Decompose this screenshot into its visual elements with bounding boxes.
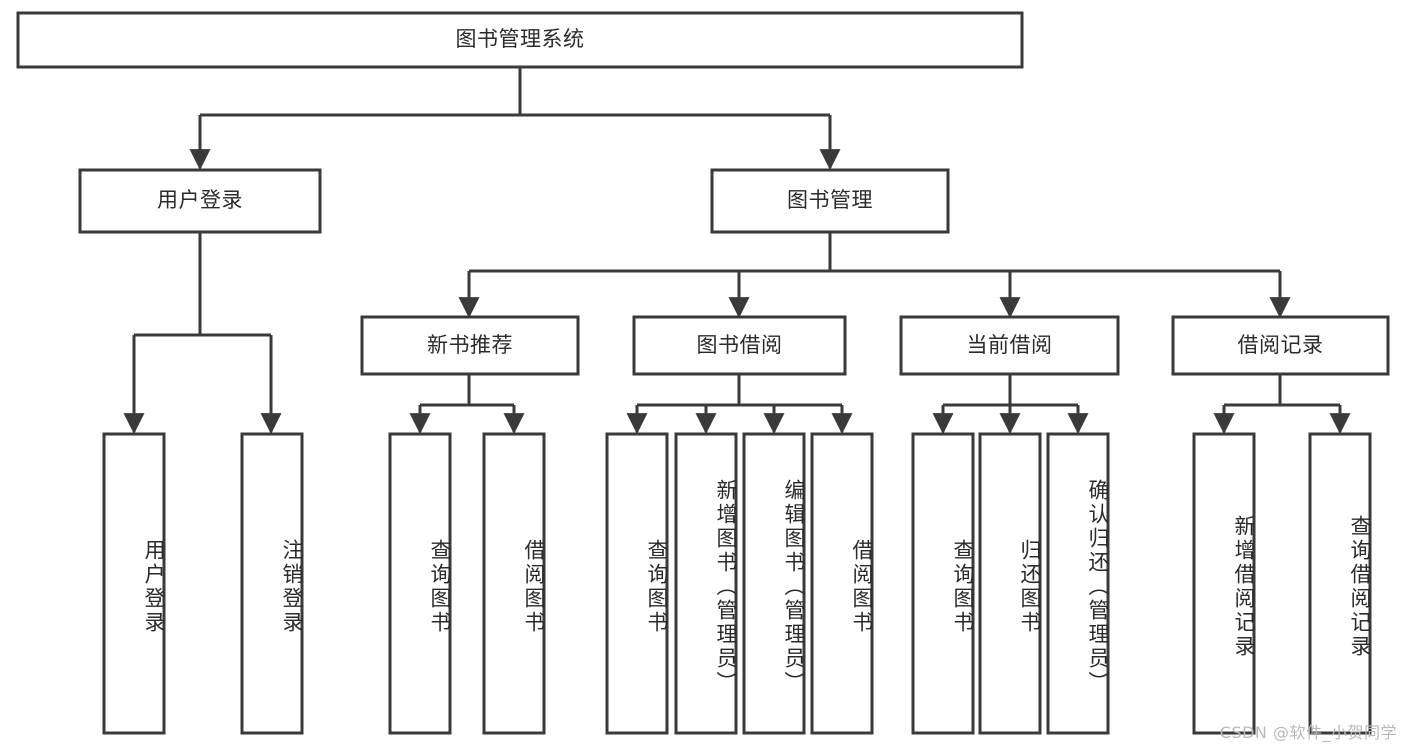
leaf-box-book-borrow-0[interactable] — [605, 432, 669, 735]
leaf-box-current-borrow-0[interactable] — [911, 432, 975, 735]
leaf-box-current-borrow-2[interactable] — [1046, 432, 1110, 735]
leaf-box-current-borrow-1[interactable] — [978, 432, 1042, 735]
leaf-box-new-book-0[interactable] — [388, 432, 452, 735]
node-box-current-borrow[interactable] — [899, 315, 1120, 376]
node-box-root[interactable] — [16, 11, 1024, 69]
node-box-book-manage[interactable] — [710, 168, 950, 234]
leaf-box-user-login-1[interactable] — [240, 432, 304, 735]
leaf-box-book-borrow-3[interactable] — [810, 432, 874, 735]
node-boxes — [16, 11, 1390, 735]
leaf-box-borrow-record-1[interactable] — [1308, 432, 1372, 735]
watermark-text: CSDN @软件_小贺同学 — [1219, 723, 1397, 742]
node-box-book-borrow[interactable] — [632, 315, 847, 376]
node-box-borrow-record[interactable] — [1171, 315, 1390, 376]
node-box-user-login[interactable] — [78, 168, 322, 234]
leaf-box-book-borrow-1[interactable] — [674, 432, 738, 735]
connector-lines — [123, 67, 1351, 435]
leaf-box-user-login-0[interactable] — [102, 432, 166, 735]
leaf-box-new-book-1[interactable] — [482, 432, 546, 735]
leaf-box-borrow-record-0[interactable] — [1192, 432, 1256, 735]
node-box-new-book-recommend[interactable] — [360, 315, 580, 376]
leaf-box-book-borrow-2[interactable] — [742, 432, 806, 735]
